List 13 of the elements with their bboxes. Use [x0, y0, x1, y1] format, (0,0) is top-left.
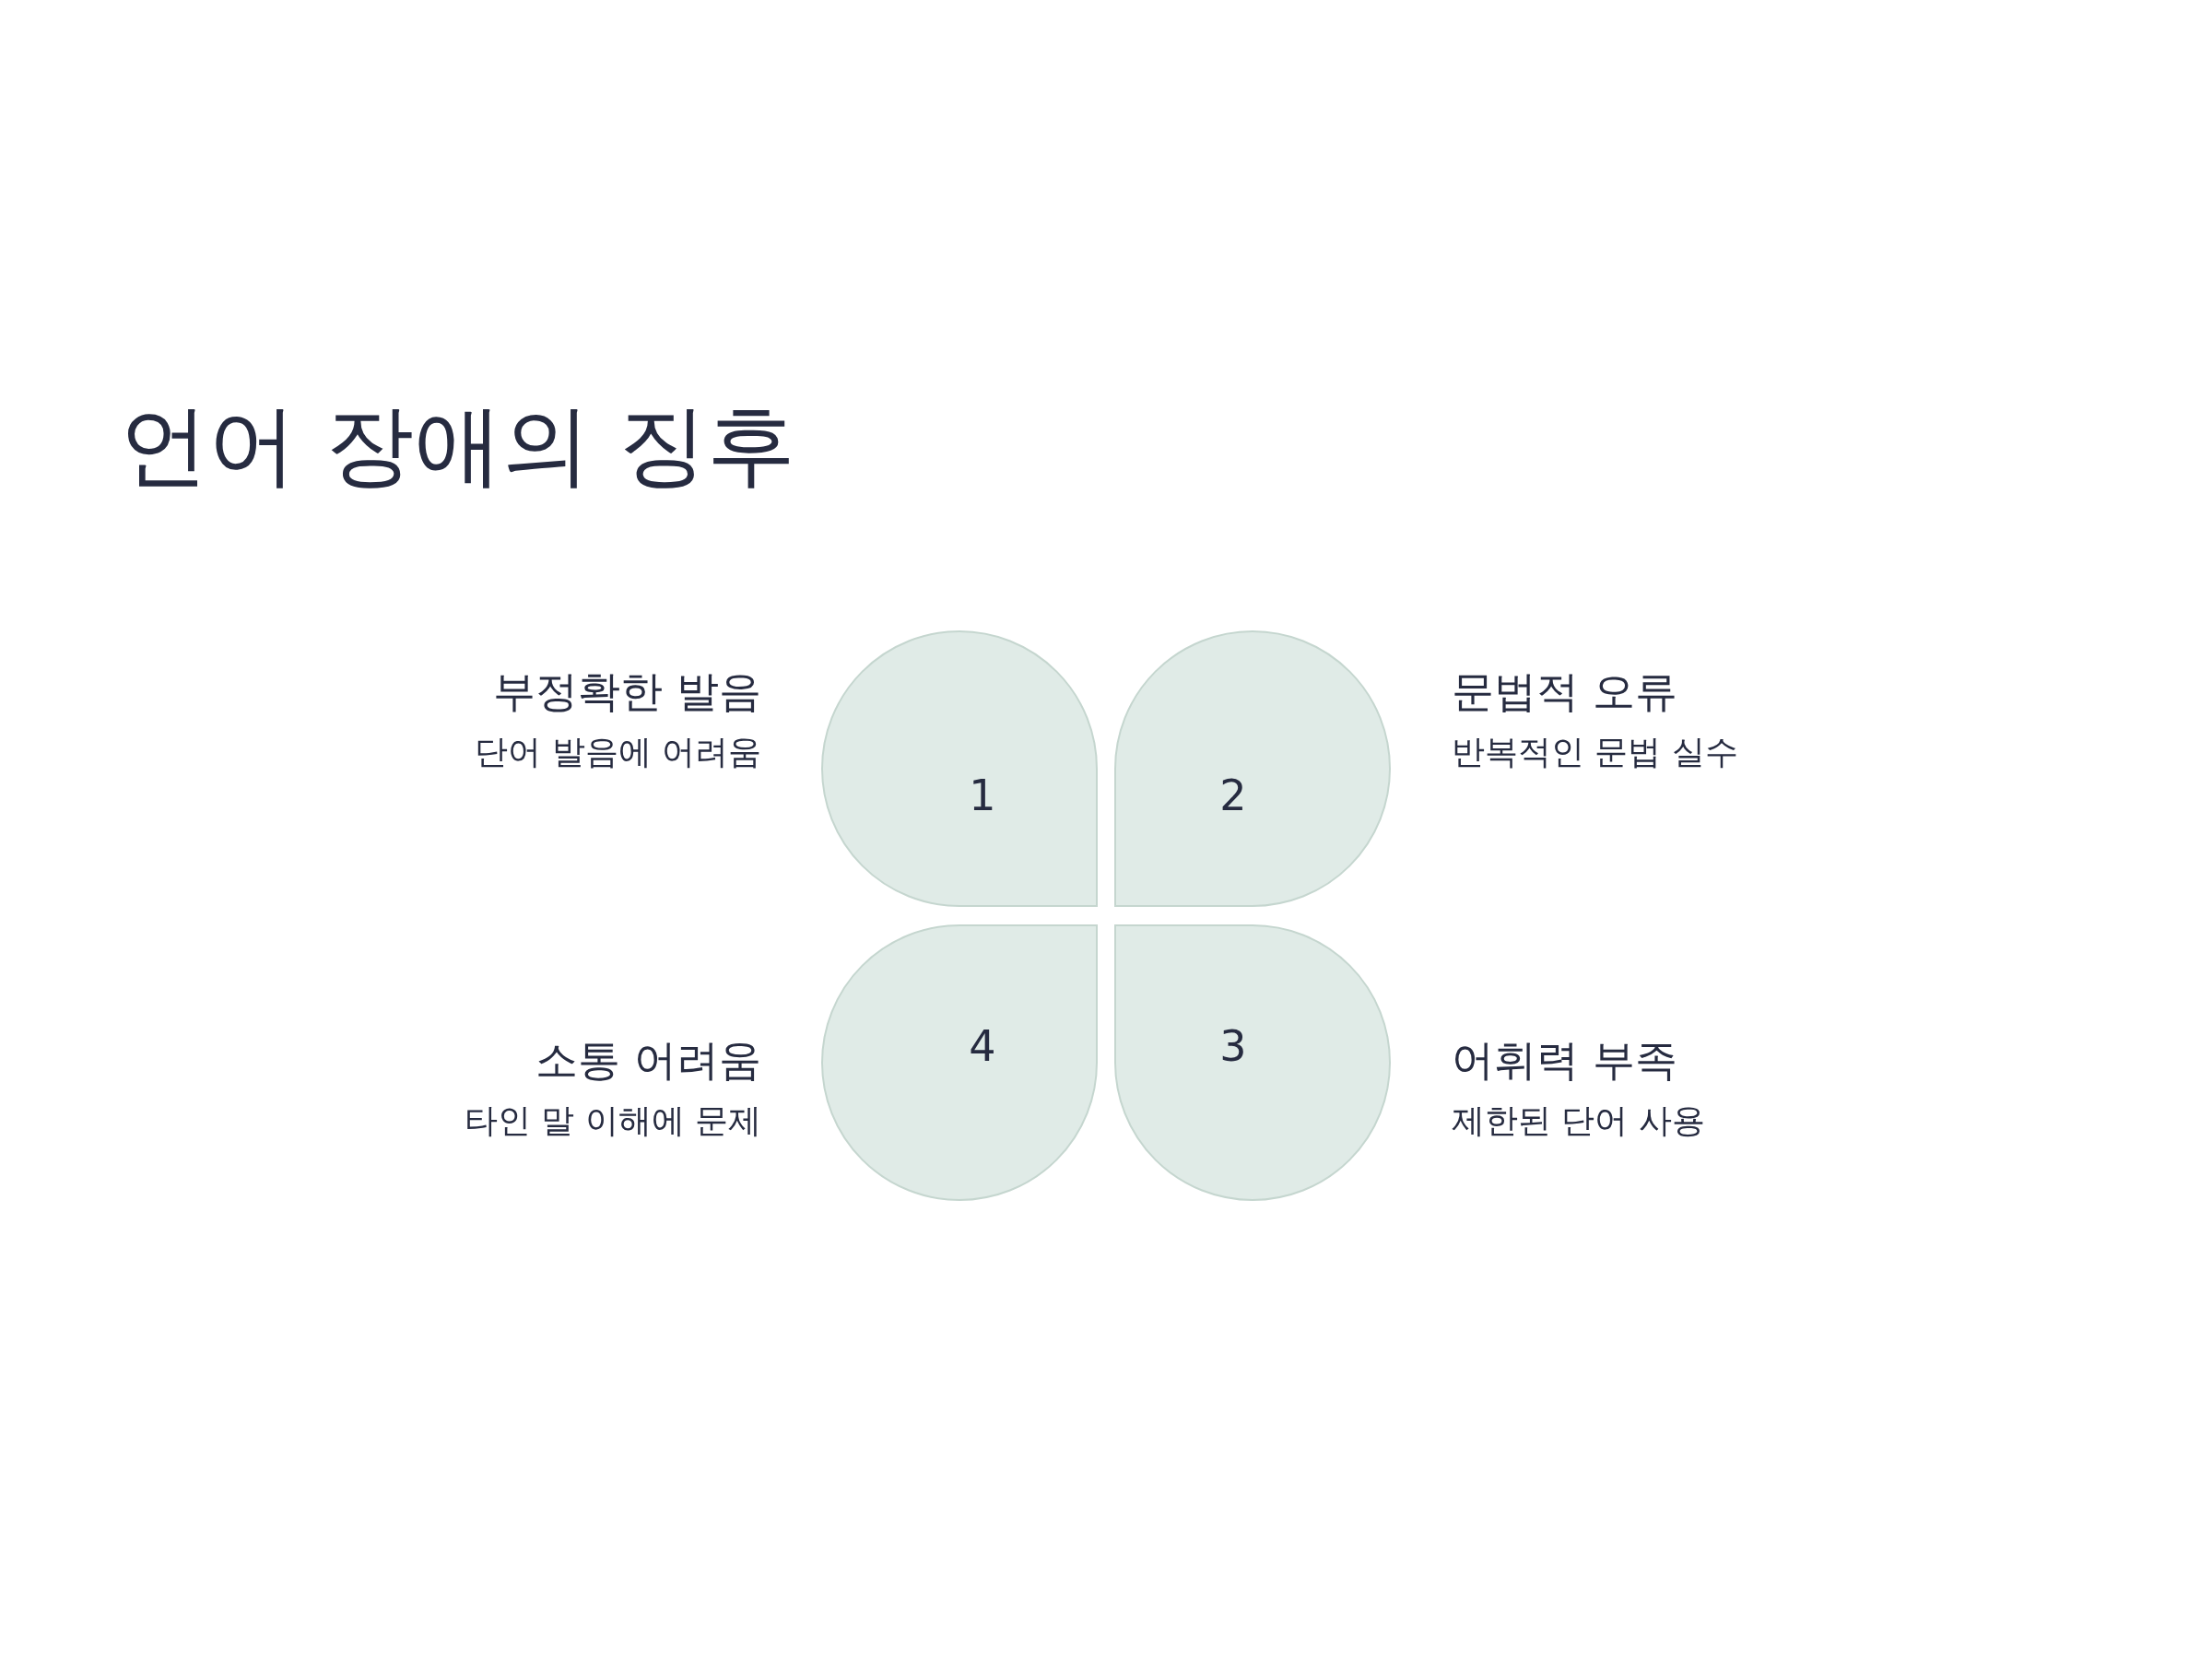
item-heading: 부정확한 발음 [493, 665, 761, 718]
item-description: 단어 발음에 어려움 [475, 732, 761, 772]
item-heading: 문법적 오류 [1452, 665, 1677, 718]
item-description: 제한된 단어 사용 [1452, 1100, 1705, 1141]
item-description: 타인 말 이해에 문제 [464, 1100, 761, 1141]
step-number: 1 [969, 771, 996, 820]
item-description: 반복적인 문법 실수 [1452, 732, 1738, 772]
item-heading: 어휘력 부족 [1452, 1034, 1677, 1087]
step-number: 2 [1219, 771, 1247, 820]
step-number: 4 [969, 1021, 996, 1071]
item-heading: 소통 어려움 [535, 1034, 761, 1087]
page-title: 언어 장애의 징후 [120, 393, 796, 499]
step-number: 3 [1219, 1021, 1247, 1071]
